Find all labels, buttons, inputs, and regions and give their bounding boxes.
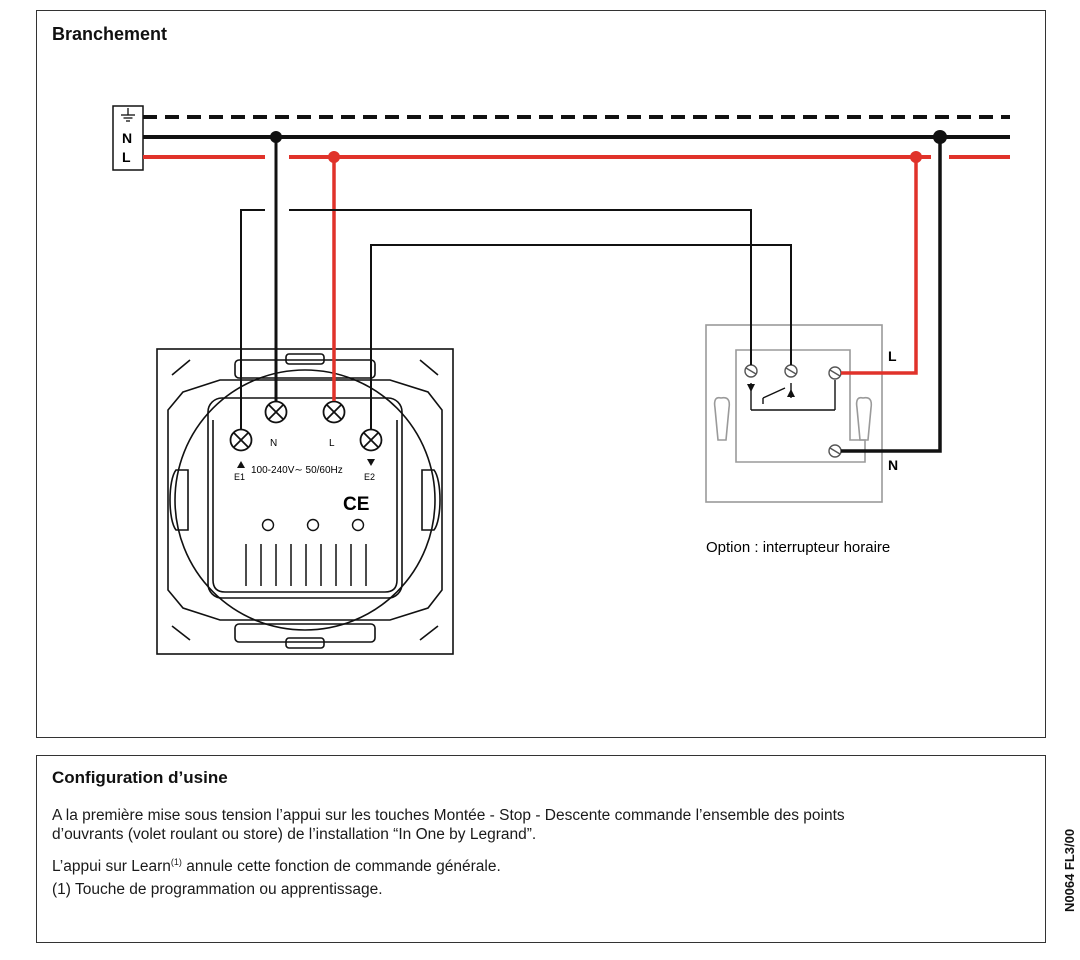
- configuration-paragraph-1: A la première mise sous tension l’appui …: [52, 806, 845, 844]
- terminal-label-n: N: [270, 438, 277, 449]
- footnote-marker: (1): [170, 857, 182, 867]
- terminal-label-e2: E2: [364, 472, 375, 482]
- timer-terminal-l: [828, 366, 842, 380]
- device-vent-slots: [245, 544, 367, 586]
- junction-live-timer: [910, 151, 922, 163]
- terminal-label-e1: E1: [234, 472, 245, 482]
- configuration-paragraph-2: L’appui sur Learn(1) annule cette foncti…: [52, 853, 501, 876]
- device-leds: [261, 518, 365, 532]
- terminal-screw-l: [322, 400, 346, 424]
- earth-symbol-icon: [121, 108, 135, 122]
- down-arrow-icon: [367, 459, 375, 466]
- paragraph-2-after: annule cette fonction de commande généra…: [181, 858, 501, 876]
- branchement-title: Branchement: [52, 24, 168, 44]
- shutter-switch-device: [156, 348, 454, 655]
- junction-neutral-timer: [933, 130, 947, 144]
- wire-e1-to-timer: [240, 209, 752, 430]
- wire-neutral-to-timer: [841, 137, 942, 453]
- timer-label-l: L: [888, 348, 897, 364]
- wire-live-to-timer: [841, 157, 918, 375]
- terminal-label-l: L: [329, 438, 335, 449]
- timer-terminal-2: [784, 364, 798, 378]
- timer-terminal-n: [828, 444, 842, 458]
- timer-terminal-1: [744, 364, 758, 378]
- configuration-title: Configuration d’usine: [52, 768, 228, 787]
- junction-live-device: [328, 151, 340, 163]
- paragraph-2-before: L’appui sur Learn: [52, 858, 171, 876]
- timer-up-arrow-icon: [787, 389, 795, 397]
- terminal-screw-n: [264, 400, 288, 424]
- timer-caption: Option : interrupteur horaire: [706, 539, 890, 556]
- junction-neutral-device: [270, 131, 282, 143]
- reference-code: N0064 FL3/00: [1062, 828, 1077, 912]
- device-rating: 100-240V∼ 50/60Hz: [251, 465, 343, 476]
- timer-label-n: N: [888, 457, 898, 473]
- paragraph-1-line-1: A la première mise sous tension l’appui …: [52, 807, 845, 824]
- paragraph-1-line-2: d’ouvrants (volet roulant ou store) de l…: [52, 826, 537, 843]
- wire-e2-to-timer: [370, 244, 792, 430]
- bus-terminal-block: [112, 105, 144, 171]
- terminal-screw-e2: [359, 428, 383, 452]
- bus-label-live: L: [122, 149, 131, 165]
- up-arrow-icon: [237, 461, 245, 468]
- configuration-panel: [36, 755, 1046, 943]
- bus-label-neutral: N: [122, 130, 132, 146]
- terminal-screw-e1: [229, 428, 253, 452]
- timer-down-arrow-icon: [747, 384, 755, 392]
- configuration-footnote: (1) Touche de programmation ou apprentis…: [52, 881, 383, 898]
- timer-switch-box: [705, 324, 883, 503]
- ce-mark: CE: [343, 494, 369, 515]
